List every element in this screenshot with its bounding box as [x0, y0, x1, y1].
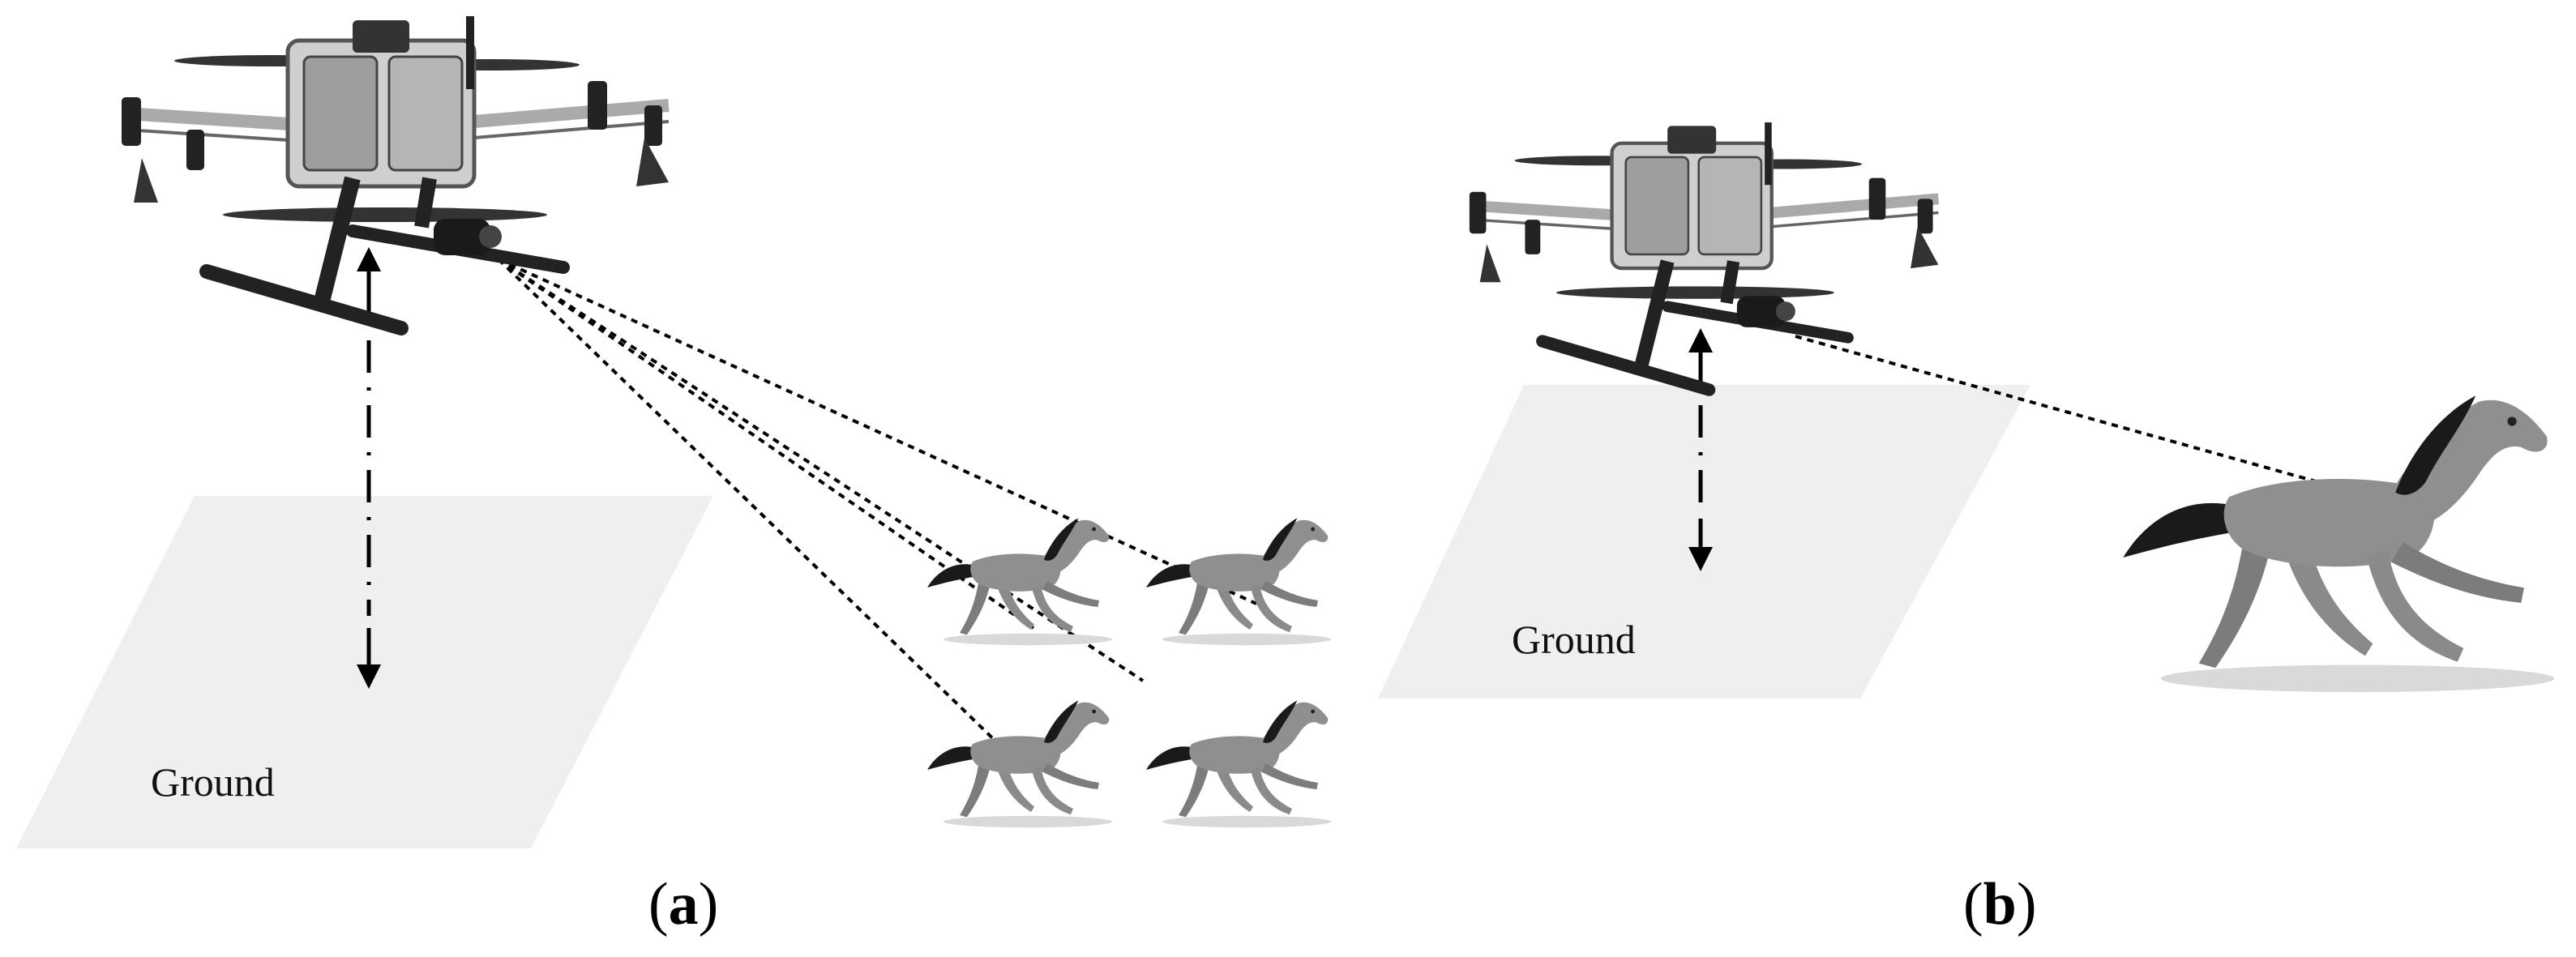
camera-sight-lines — [497, 258, 1257, 775]
panel-label-b-letter: b — [1983, 871, 2017, 938]
horse-icon — [2123, 395, 2555, 693]
ground-label: Ground — [151, 759, 275, 805]
panel-b: Ground (b) — [1378, 122, 2555, 938]
ground-plane — [1378, 385, 2030, 699]
camera-sight-line — [1795, 335, 2392, 504]
horse-icon — [927, 518, 1112, 646]
quadcopter-drone-icon — [1470, 122, 1939, 390]
panel-label-a: (a) — [648, 871, 718, 938]
horse-icon — [1146, 700, 1331, 828]
panel-label-a-letter: a — [669, 871, 699, 938]
panel-a: Ground (a) — [16, 16, 1331, 938]
ground-label: Ground — [1512, 617, 1636, 662]
horse-icon — [1146, 518, 1331, 646]
ground-plane — [16, 496, 713, 848]
panel-label-b: (b) — [1963, 871, 2036, 938]
quadcopter-drone-icon — [122, 16, 669, 328]
horse-icon — [927, 700, 1112, 828]
